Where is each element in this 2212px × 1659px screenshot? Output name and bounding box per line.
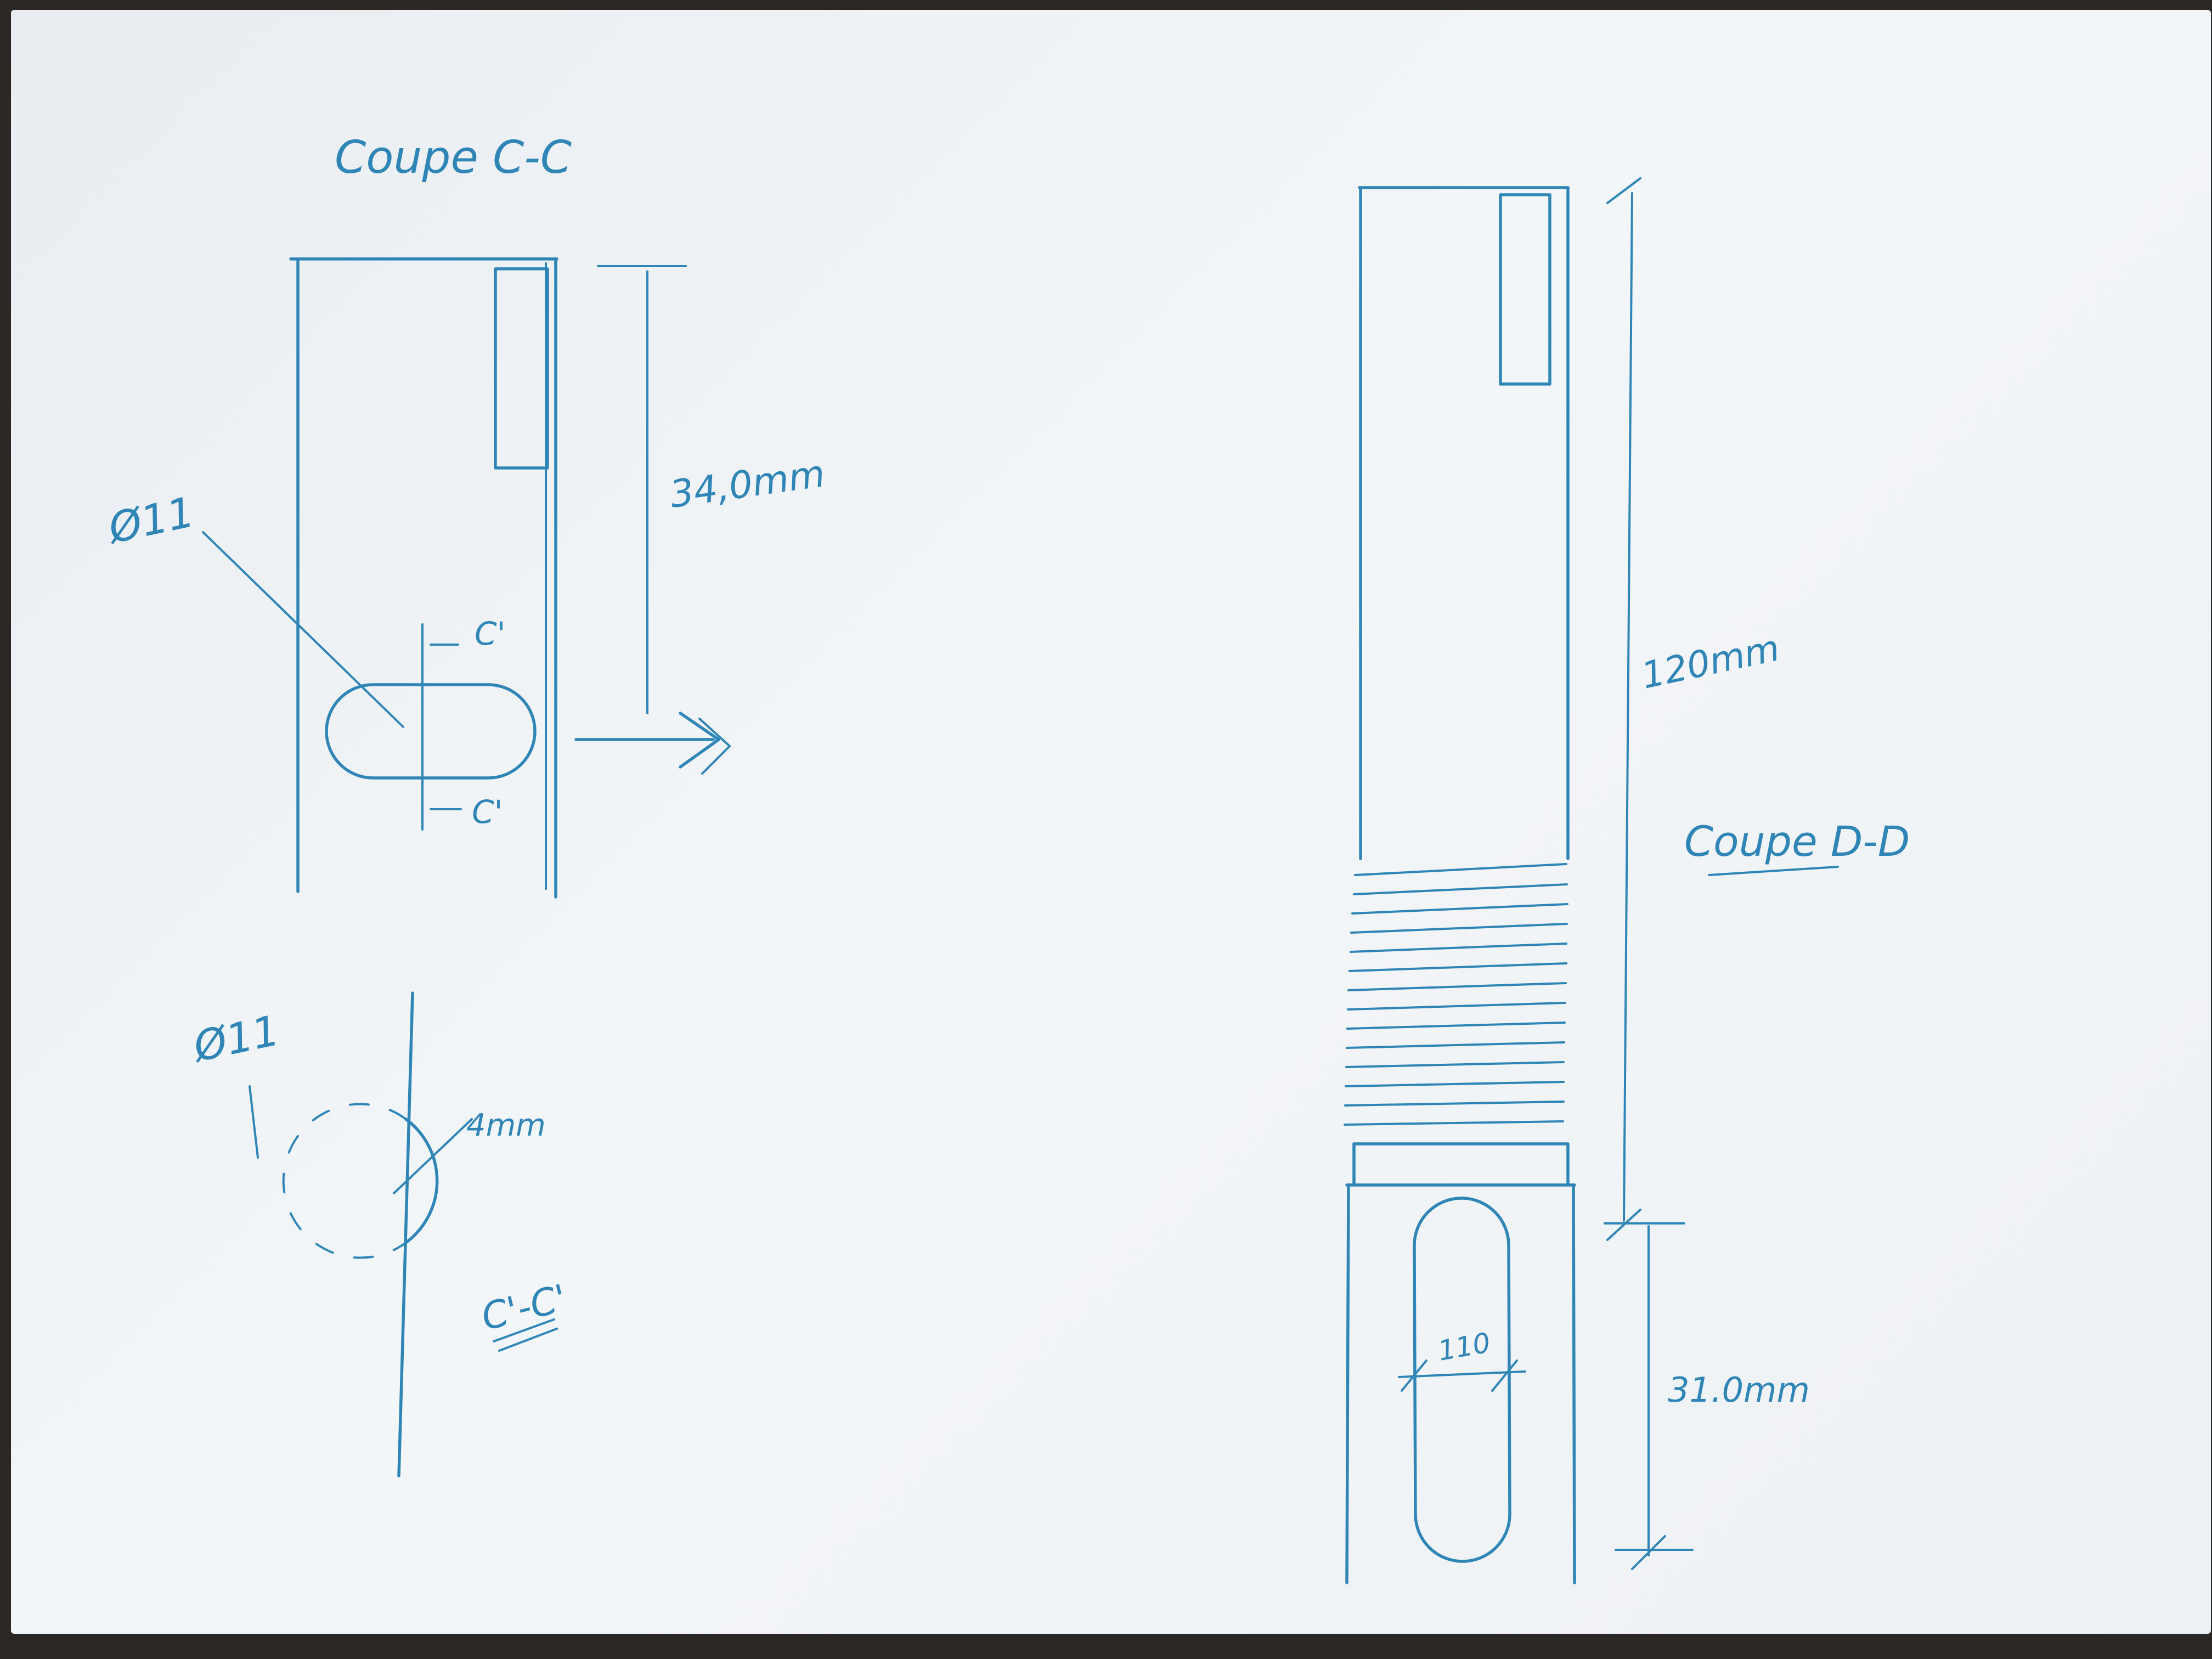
right-section-title: Coupe D-D bbox=[1684, 817, 1910, 866]
detail-label-underline-1 bbox=[493, 1318, 555, 1342]
section-marker-top: C' bbox=[475, 615, 505, 652]
detail-dashed-circle bbox=[282, 1103, 407, 1259]
left-height-dim-label: 34,0mm bbox=[667, 452, 827, 517]
right-slot-length-label: 31.0mm bbox=[1668, 1370, 1810, 1410]
wall-thickness-label: 4mm bbox=[466, 1108, 546, 1143]
left-oblong-slot bbox=[325, 683, 537, 780]
section-marker-bottom: C' bbox=[472, 793, 503, 831]
left-section-title: Coupe C-C bbox=[335, 132, 572, 184]
detail-diameter-leader bbox=[249, 1085, 259, 1159]
left-part-view bbox=[202, 257, 731, 899]
view-arrow-head bbox=[679, 712, 720, 769]
thread-hatching bbox=[1344, 863, 1568, 1126]
slot-width-dim-line bbox=[1398, 1370, 1526, 1378]
tongue-right-edge bbox=[1572, 1183, 1576, 1584]
detail-section-label: C'-C' bbox=[477, 1277, 571, 1340]
tongue-left-edge bbox=[1345, 1183, 1350, 1584]
detail-axis-line bbox=[397, 991, 414, 1477]
right-length-dim-label: 120mm bbox=[1638, 627, 1783, 697]
view-arrow-head-2 bbox=[698, 718, 731, 775]
length-dim-line bbox=[1623, 192, 1633, 1222]
left-top-slot bbox=[494, 267, 549, 470]
length-dim-tick-top bbox=[1606, 177, 1641, 204]
detail-label-underline-2 bbox=[498, 1328, 558, 1352]
detail-wall-arc bbox=[404, 1118, 439, 1244]
right-part-view bbox=[1344, 177, 1839, 1584]
detail-section-view bbox=[249, 991, 558, 1477]
slot-width-tick-right bbox=[1491, 1359, 1518, 1392]
right-title-underline bbox=[1708, 866, 1839, 876]
left-slot-diameter-label: Ø11 bbox=[103, 487, 199, 553]
length-dim-tick-bottom bbox=[1606, 1209, 1641, 1241]
slot-dim-tick-bottom bbox=[1631, 1535, 1666, 1570]
slot-width-tick-left bbox=[1401, 1359, 1427, 1392]
right-top-slot bbox=[1499, 193, 1551, 386]
paper-sheet bbox=[11, 10, 2211, 1634]
right-oblong-slot bbox=[1413, 1197, 1511, 1563]
wall-thickness-leader bbox=[393, 1118, 473, 1194]
diameter-leader-line bbox=[202, 531, 404, 728]
detail-diameter-label: Ø11 bbox=[188, 1006, 284, 1071]
right-slot-width-label: 110 bbox=[1436, 1327, 1493, 1367]
